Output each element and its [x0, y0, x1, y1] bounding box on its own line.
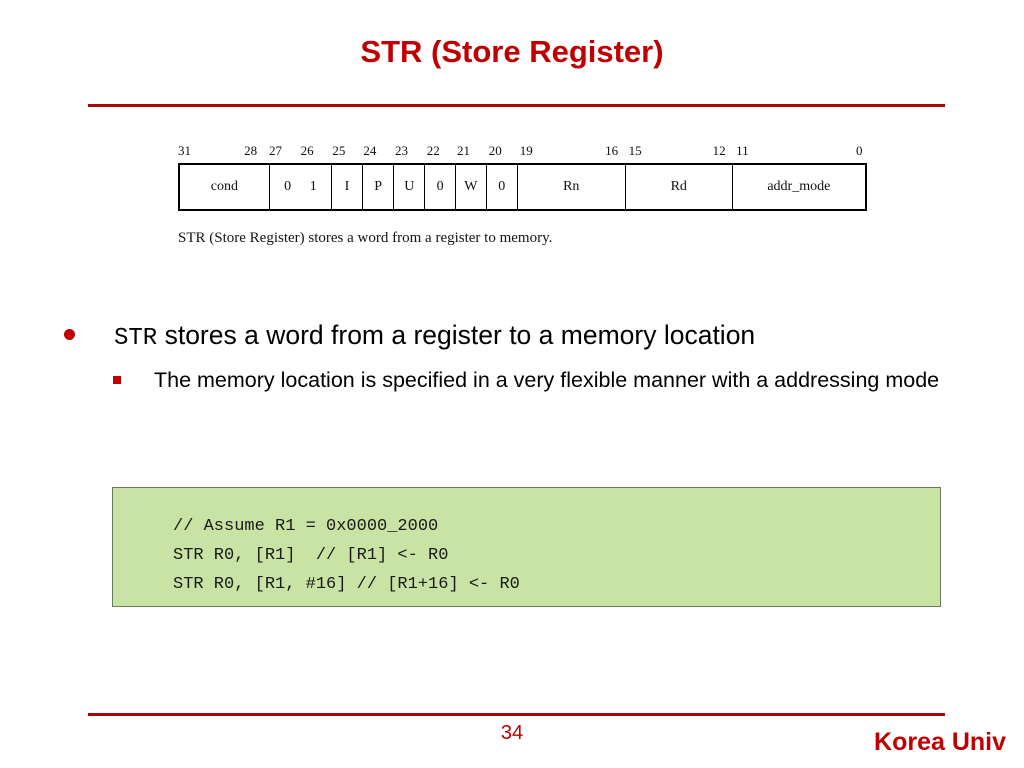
instruction-field-cond-31-28: cond — [180, 165, 270, 209]
bit-label-28: 28 — [244, 143, 258, 158]
bullet-item-secondary: The memory location is specified in a ve… — [58, 365, 1024, 396]
footer-divider — [88, 713, 945, 716]
instruction-field-Rd-15-12: Rd — [626, 165, 733, 209]
title-divider — [88, 104, 945, 107]
instruction-field-I-25: I — [332, 165, 363, 209]
bit-label-22: 22 — [426, 143, 440, 158]
bit-label-11: 11 — [736, 143, 749, 158]
bit-label-0: 0 — [855, 143, 863, 158]
code-line: STR R0, [R1] // [R1] <- R0 — [173, 546, 449, 565]
instruction-field-W-21: W — [456, 165, 487, 209]
bit-label-23: 23 — [395, 143, 409, 158]
bullet-item-primary: STR stores a word from a register to a m… — [58, 318, 988, 356]
bit-label-31: 31 — [178, 143, 191, 158]
page-title: STR (Store Register) — [360, 34, 664, 69]
code-line: STR R0, [R1, #16] // [R1+16] <- R0 — [173, 575, 520, 594]
diagram-caption: STR (Store Register) stores a word from … — [178, 230, 553, 246]
field-bit-value: 0 — [284, 179, 292, 194]
code-line: // Assume R1 = 0x0000_2000 — [173, 517, 439, 536]
instruction-field-P-24: P — [363, 165, 395, 209]
instruction-field-U-23: U — [394, 165, 426, 209]
bit-label-21: 21 — [457, 143, 471, 158]
instruction-field-0-22: 0 — [425, 165, 456, 209]
bit-label-24: 24 — [363, 143, 377, 158]
bit-label-26: 26 — [300, 143, 314, 158]
bit-label-20: 20 — [488, 143, 502, 158]
bullet-square-icon — [113, 376, 121, 384]
bit-position-labels: 31 28 27 26 25 24 23 22 21 20 19 16 15 12 11 0 — [178, 143, 867, 163]
instruction-field-0-20: 0 — [487, 165, 518, 209]
page-number: 34 — [500, 722, 524, 744]
field-bit-value: 1 — [309, 179, 317, 194]
bit-label-15: 15 — [628, 143, 642, 158]
instruction-field-addr_mode-11-0: addr_mode — [767, 179, 831, 194]
bullet-mono-keyword: STR — [114, 325, 158, 352]
bit-label-16: 16 — [605, 143, 619, 158]
brand-logo: Korea Univ — [874, 728, 1006, 756]
bullet-list: STR stores a word from a register to a m… — [58, 318, 988, 396]
bullet-secondary-text: The memory location is specified in a ve… — [154, 368, 940, 392]
bullet-dot-icon — [64, 329, 75, 340]
bit-label-12: 12 — [712, 143, 726, 158]
bit-label-27: 27 — [268, 143, 282, 158]
bit-label-19: 19 — [519, 143, 533, 158]
bullet-primary-text: stores a word from a register to a memor… — [157, 320, 756, 350]
bit-label-25: 25 — [332, 143, 346, 158]
instruction-field-Rn-19-16: Rn — [518, 165, 626, 209]
